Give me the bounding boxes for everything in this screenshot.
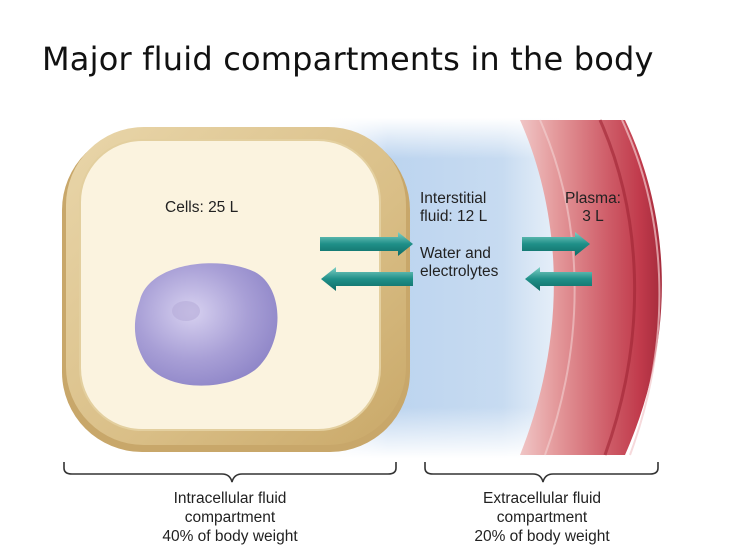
extracellular-caption: Extracellular fluid compartment 20% of b… [442, 489, 642, 546]
plasma-label-line2: 3 L [582, 208, 604, 225]
arrow-into-interstitial-from-plasma [525, 267, 592, 291]
plasma-label-line1: Plasma: [565, 190, 621, 207]
extracellular-caption-line3: 20% of body weight [474, 528, 610, 545]
interstitial-fluid-label: Interstitial fluid: 12 L [420, 190, 487, 226]
intracellular-bracket [63, 462, 397, 483]
extracellular-bracket [424, 462, 659, 483]
intracellular-caption-line1: Intracellular fluid [173, 490, 287, 507]
intracellular-caption: Intracellular fluid compartment 40% of b… [130, 489, 330, 546]
plasma-vessel [520, 119, 662, 456]
exchange-label-line1: Water and [420, 245, 491, 262]
extracellular-caption-line1: Extracellular fluid [482, 490, 602, 507]
plasma-label: Plasma: 3 L [556, 190, 630, 226]
extracellular-caption-line2: compartment [496, 509, 588, 526]
page-title: Major fluid compartments in the body [42, 40, 654, 78]
cells-volume-label: Cells: 25 L [165, 199, 239, 216]
interstitial-label-line1: Interstitial [420, 190, 487, 207]
intracellular-caption-line2: compartment [184, 509, 276, 526]
arrow-into-interstitial [320, 232, 413, 256]
exchange-label-line2: electrolytes [420, 263, 499, 280]
water-electrolytes-label: Water and electrolytes [420, 245, 498, 281]
arrow-into-plasma [522, 232, 590, 256]
nucleus [134, 263, 278, 386]
interstitial-label-line2: fluid: 12 L [420, 208, 488, 225]
arrow-into-cell [321, 267, 413, 291]
intracellular-caption-line3: 40% of body weight [162, 528, 298, 545]
